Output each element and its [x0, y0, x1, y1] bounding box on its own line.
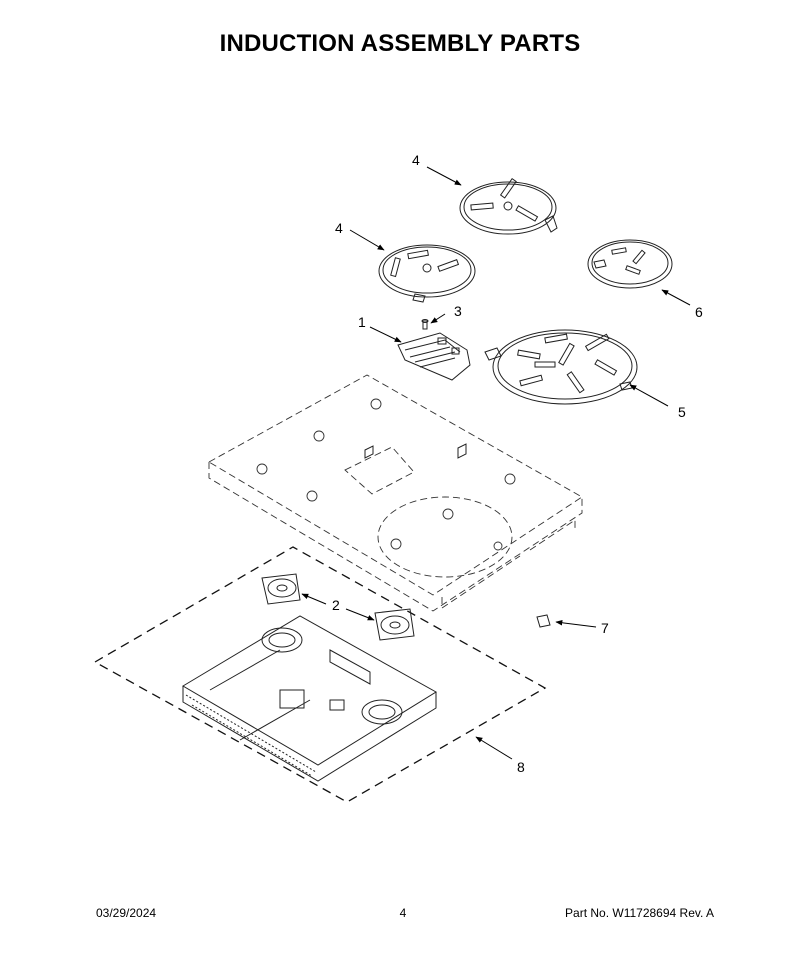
leader-lines	[301, 166, 691, 760]
base-assembly	[93, 546, 547, 803]
control-board	[397, 332, 471, 381]
page-title: INDUCTION ASSEMBLY PARTS	[219, 30, 581, 57]
screw	[421, 319, 429, 330]
clip	[536, 614, 551, 628]
footer-part-number: Part No. W11728694 Rev. A	[565, 906, 714, 920]
callout-3: 3	[454, 303, 462, 319]
cooktop-plate	[208, 374, 583, 612]
footer-page-number: 4	[399, 906, 407, 920]
induction-coil-small	[587, 239, 673, 289]
callout-8: 8	[517, 759, 525, 775]
induction-coil-left	[378, 244, 476, 303]
callout-2: 2	[332, 597, 340, 613]
fan-left	[261, 573, 301, 605]
callout-4-left: 4	[335, 220, 343, 236]
callout-4-top: 4	[412, 152, 420, 168]
induction-coil-large	[484, 329, 638, 405]
callout-5: 5	[678, 404, 686, 420]
callout-1: 1	[358, 314, 366, 330]
fan-right	[374, 608, 415, 641]
footer-date: 03/29/2024	[96, 906, 157, 920]
callout-7: 7	[601, 620, 609, 636]
callout-6: 6	[695, 304, 703, 320]
induction-coil-top	[459, 177, 558, 235]
